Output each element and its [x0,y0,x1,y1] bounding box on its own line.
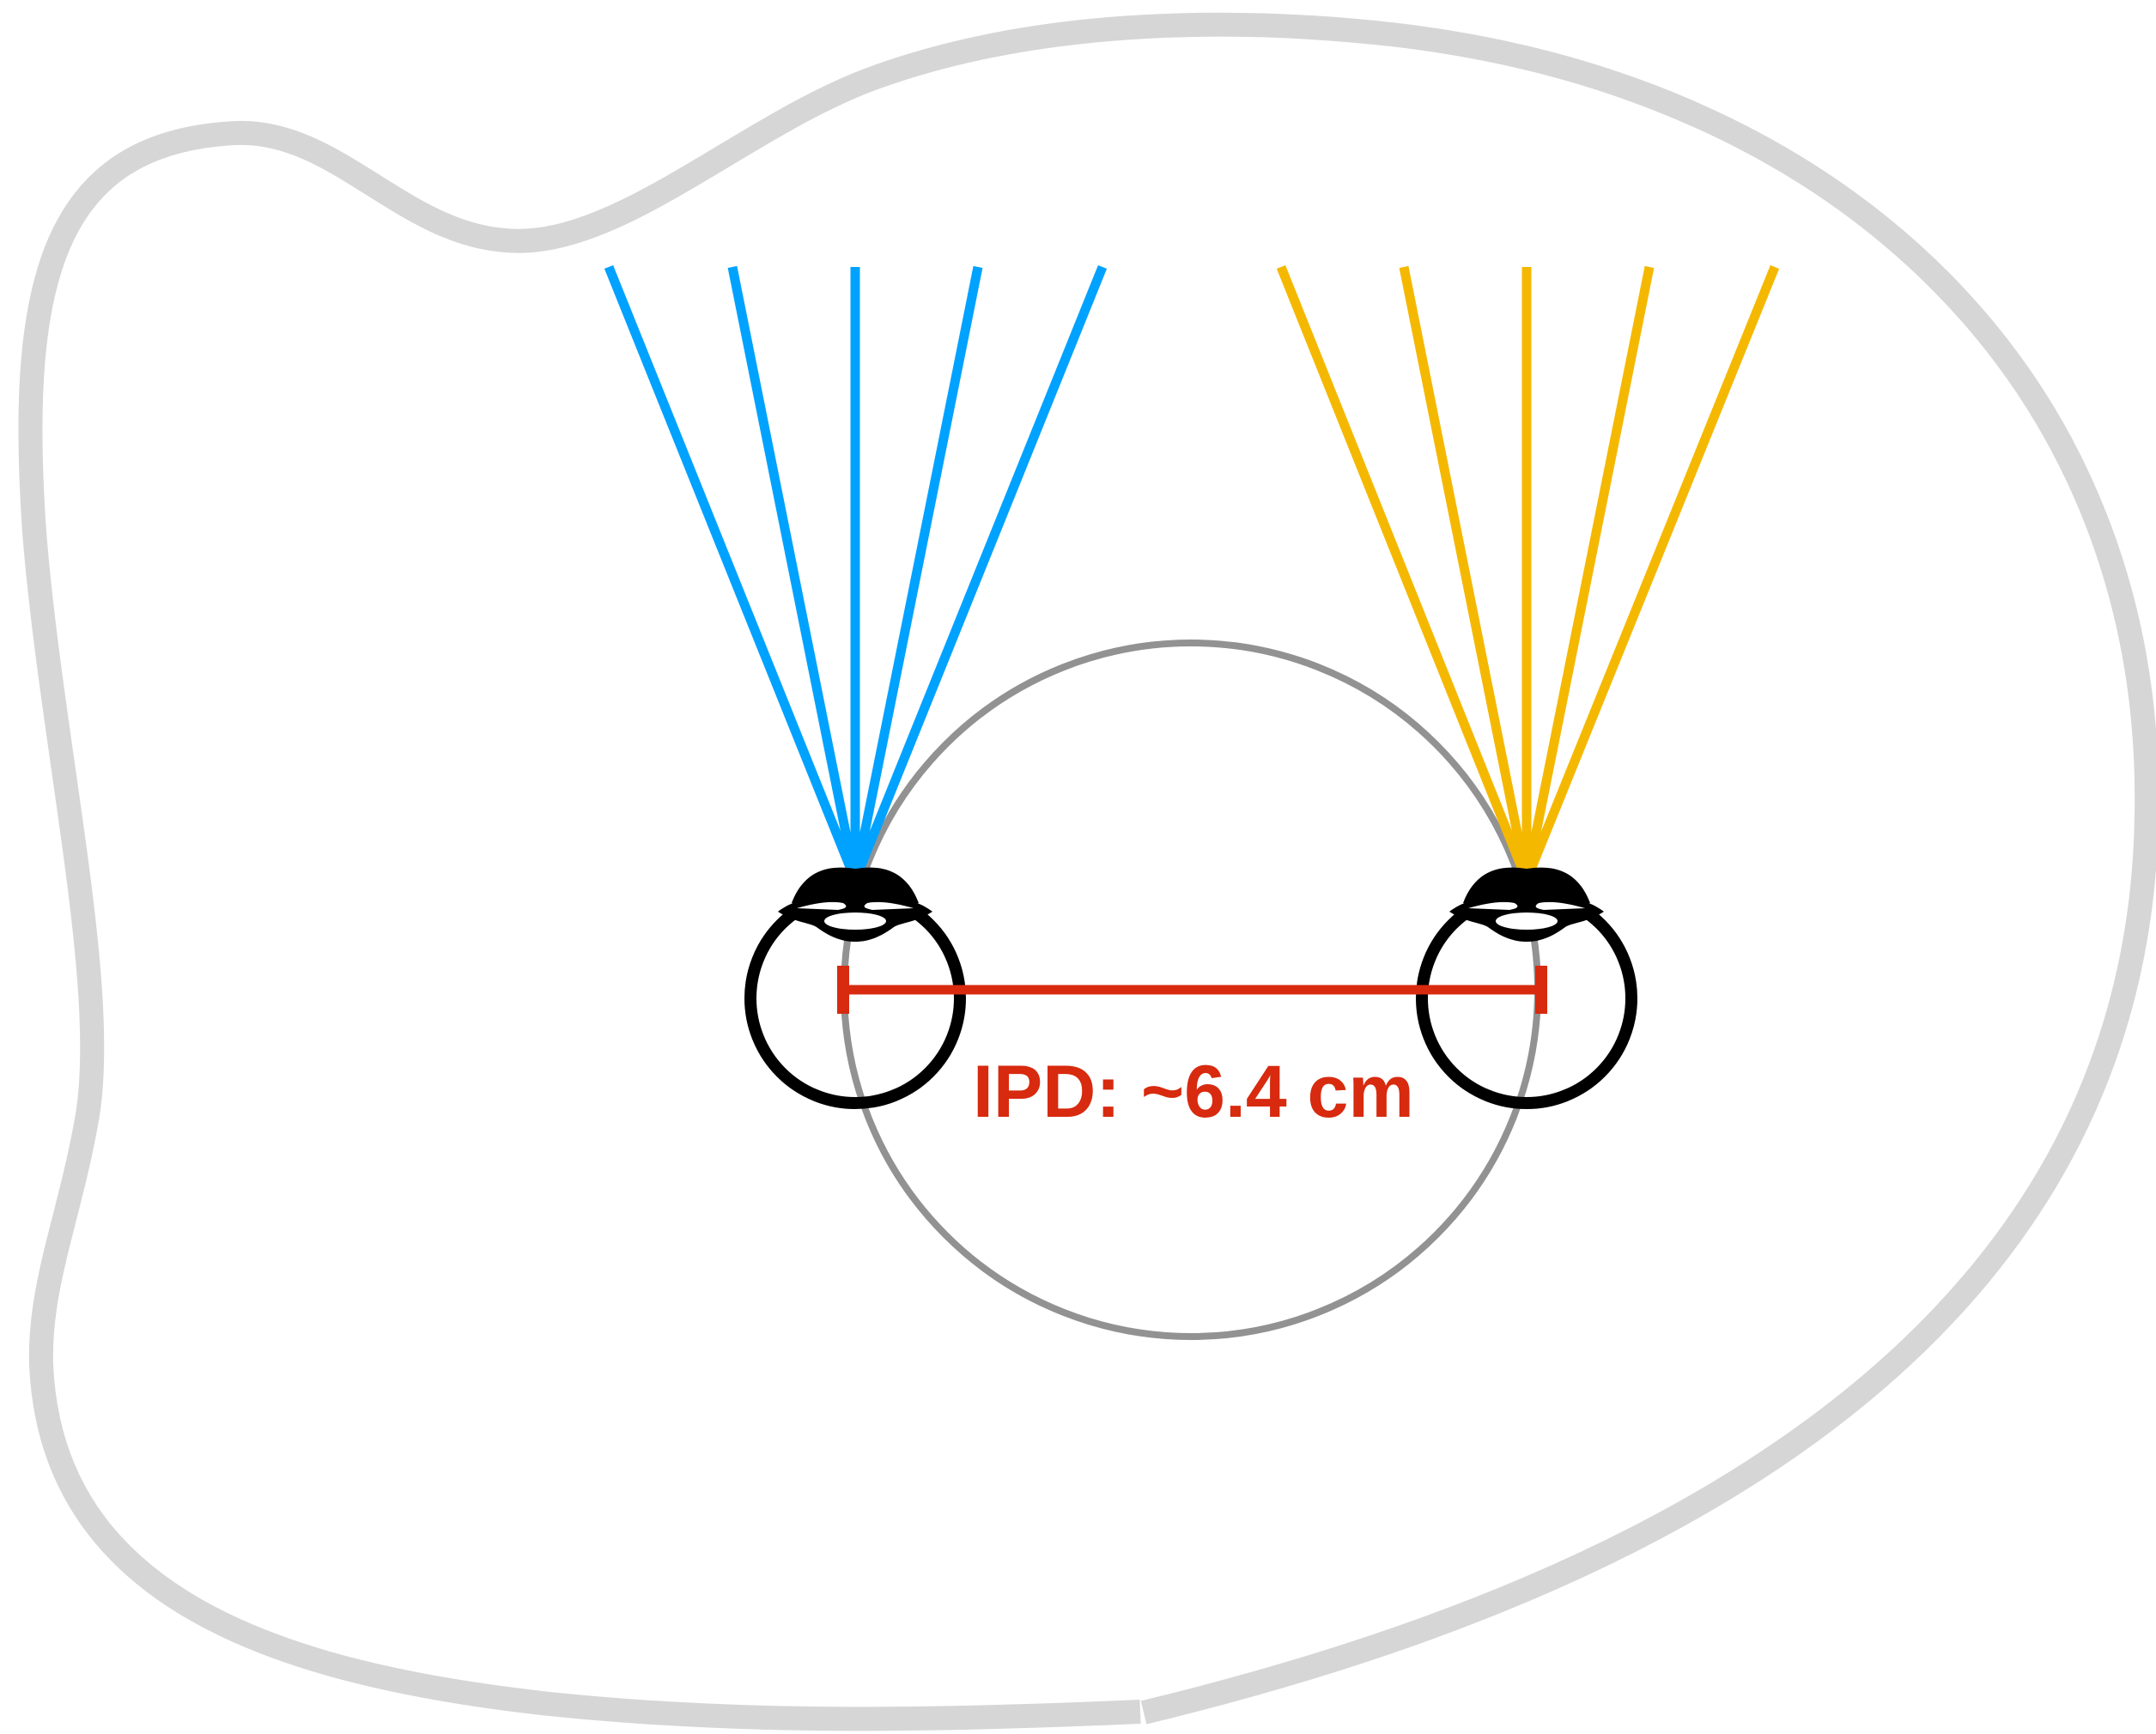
right-eye-ray-5 [1521,264,1780,882]
left-eye-ray-5 [850,264,1108,882]
left-eye-ray-4 [850,265,983,882]
boundary-outline [18,12,2156,1731]
ipd-marker [837,966,1547,1014]
left-eye-rays [604,264,1108,882]
eye-icon [744,867,966,1109]
ipd-label: IPD: ~6.4 cm [973,1051,1414,1133]
right-eye [1416,867,1637,1109]
right-eye-ray-4 [1521,265,1655,882]
left-eye [744,867,966,1109]
right-eye-ray-1 [1276,264,1532,882]
right-eye-rays [1276,264,1780,882]
left-eye-ray-1 [604,264,860,882]
right-eye-ray-2 [1399,265,1532,882]
eye-icon [1416,867,1637,1109]
left-eye-ray-2 [727,265,860,882]
